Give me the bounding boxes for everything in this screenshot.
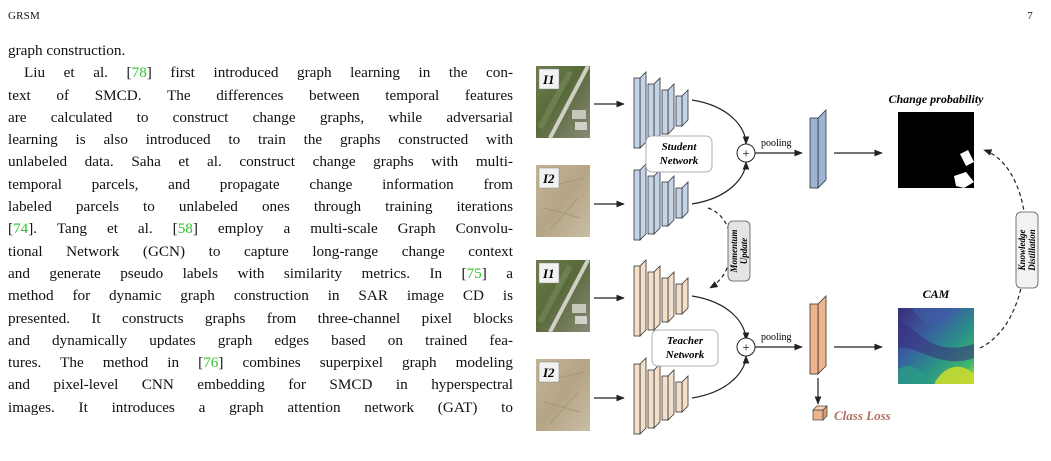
class-loss-cube-icon [812,405,828,421]
student-pooled-feature [809,109,827,189]
text-line: and generate pseudo labels with similari… [8,263,513,285]
class-loss-label: Class Loss [834,408,891,423]
student-network-label: Student [662,141,698,153]
text-line: Liu et al. [78] first introduced graph l… [8,62,513,84]
text-line: tional Network (GCN) to capture long-ran… [8,242,513,260]
text-line: method for dynamic graph construction in… [8,287,513,305]
teacher-encoder-top [633,259,689,337]
text-run: ] first introduced graph learning in the… [146,64,513,82]
text-line: [74]. Tang et al. [58] employ a multi-sc… [8,218,513,240]
citation-link[interactable]: 78 [131,64,147,82]
text-line: images. It introduces a graph attention … [8,398,513,416]
image-i2-teacher [536,359,590,431]
teacher-network-box [651,329,719,367]
teacher-pooled-feature [809,295,827,375]
text-line: presented. It constructs graphs from thr… [8,309,513,327]
student-encoder-bottom [633,163,689,241]
text-run: Liu et al. [ [24,64,132,82]
svg-text:Update: Update [739,238,749,265]
image-i1-student [536,65,590,139]
teacher-encoder-bottom [633,357,689,435]
text-run: ] a [481,264,513,282]
image-label: I2 [542,171,555,186]
image-label: I1 [542,72,555,87]
citation-link[interactable]: 76 [203,354,219,372]
text-line: labeled parcels to unlabeled ones throug… [8,198,513,216]
image-label: I2 [542,365,555,380]
text-run: [ [8,220,14,238]
image-i2-student [536,165,590,237]
text-line: unlabeled data. Saha et al. construct ch… [8,153,513,171]
text-line: and dynamically updates graph edges base… [8,331,513,349]
citation-link[interactable]: 74 [13,220,29,238]
svg-text:Distillation: Distillation [1027,229,1037,272]
momentum-update-box: Momentum Update [727,220,751,282]
pooling-label-student: pooling [761,138,792,149]
teacher-network-label: Teacher [667,335,704,347]
text-run: ] combines superpixel graph modeling [218,354,513,372]
plus-sign: + [742,340,749,355]
text-run: and generate pseudo labels with similari… [8,264,467,282]
text-line: tures. The method in [76] combines super… [8,352,513,374]
citation-link[interactable]: 58 [177,220,193,238]
pooling-label-teacher: pooling [761,332,792,343]
svg-text:Momentum: Momentum [729,229,739,273]
text-run: tures. The method in [ [8,354,204,372]
change-probability-title: Change probability [888,92,984,106]
body-text-column: graph construction. Liu et al. [78] firs… [8,40,513,419]
student-encoder-top [633,71,689,149]
page-number: 7 [1027,10,1033,22]
knowledge-distillation-box: Knowledge Distillation [1015,211,1039,289]
citation-link[interactable]: 75 [466,264,482,282]
cam-title: CAM [923,287,950,301]
momentum-update-arrow [707,207,733,289]
change-probability-map [898,112,974,188]
student-network-label: Network [659,155,699,167]
svg-text:Knowledge: Knowledge [1017,229,1027,271]
text-line: temporal parcels, and propagate change i… [8,175,513,193]
text-line: learning is also introduced to train the… [8,131,513,149]
plus-sign: + [742,146,749,161]
text-run: ]. Tang et al. [ [28,220,178,238]
image-label: I1 [542,266,555,281]
framework-figure: I1 I2 I1 I2 [520,58,1051,438]
image-i1-teacher [536,259,590,333]
knowledge-distillation-arrow [979,149,1027,349]
text-line: text of SMCD. The differences between te… [8,86,513,104]
teacher-network-label: Network [665,349,705,361]
text-run: ] employ a multi-scale Graph Convolu- [192,220,513,238]
text-line: graph construction. [8,42,126,59]
student-network-box [645,135,713,173]
running-header-journal: GRSM [8,10,40,22]
cam-heatmap [898,308,974,384]
text-line: are calculated to construct change graph… [8,108,513,126]
text-line: and pixel-level CNN embedding for SMCD i… [8,376,513,394]
